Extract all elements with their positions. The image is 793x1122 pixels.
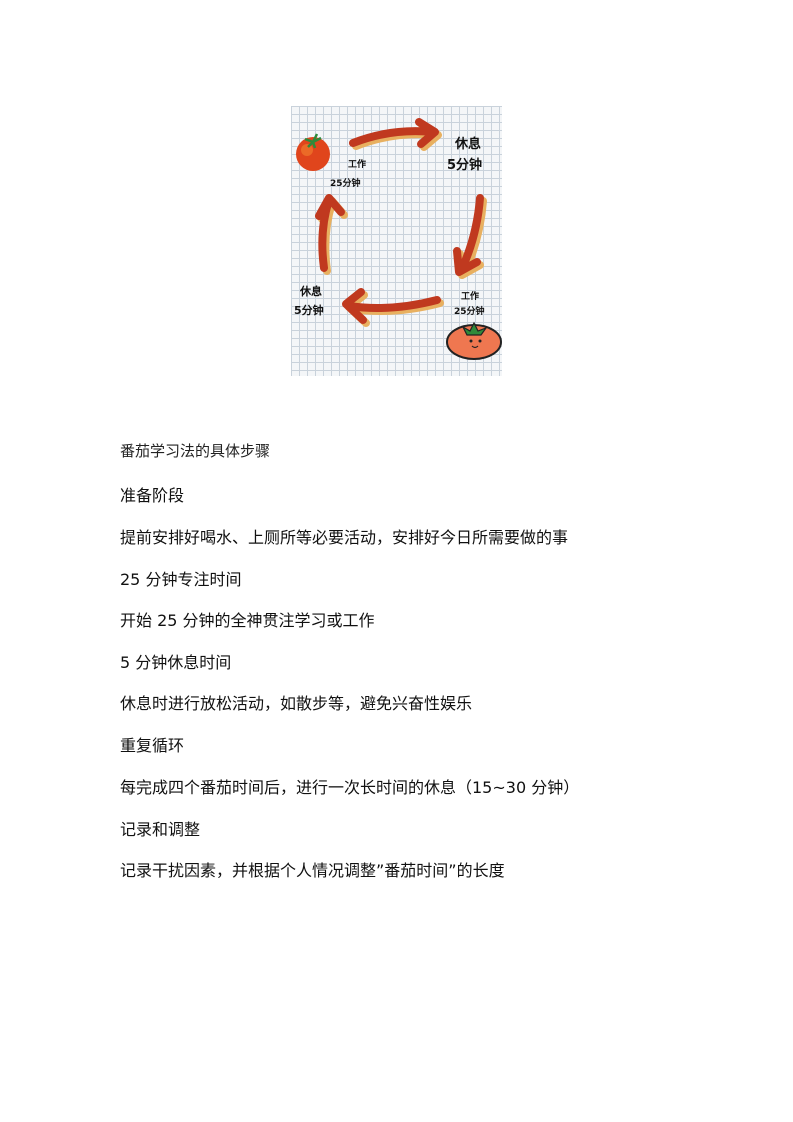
paragraph-preparation: 提前安排好喝水、上厕所等必要活动，安排好今日所需要做的事 (120, 528, 569, 547)
heading-focus-time: 25 分钟专注时间 (120, 570, 242, 589)
label-work-bottom-1: 工作 (461, 290, 479, 302)
paragraph-focus-time: 开始 25 分钟的全神贯注学习或工作 (120, 611, 375, 630)
label-rest-left-1: 休息 (299, 284, 322, 298)
label-rest-right-2: 5分钟 (447, 157, 482, 173)
label-work-top-1: 工作 (348, 158, 366, 170)
paragraph-record: 记录干扰因素，并根据个人情况调整”番茄时间”的长度 (120, 861, 505, 880)
label-work-bottom-2: 25分钟 (454, 305, 485, 317)
tomato-icon (296, 133, 330, 171)
pomodoro-cycle-illustration: 工作 25分钟 休息 5分钟 工作 25分钟 休息 5分钟 (291, 106, 502, 376)
heading-preparation: 准备阶段 (120, 486, 185, 505)
heading-rest-time: 5 分钟休息时间 (120, 653, 232, 672)
cycle-arrows (315, 118, 484, 324)
paragraph-repeat: 每完成四个番茄时间后，进行一次长时间的休息（15~30 分钟） (120, 778, 580, 797)
heading-repeat: 重复循环 (120, 736, 185, 755)
smiling-tomato-icon (446, 321, 502, 360)
label-rest-right-1: 休息 (454, 136, 481, 152)
paragraph-rest-time: 休息时进行放松活动，如散步等，避免兴奋性娱乐 (120, 694, 473, 713)
label-rest-left-2: 5分钟 (294, 303, 324, 317)
label-work-top-2: 25分钟 (330, 177, 361, 189)
section-title: 番茄学习法的具体步骤 (120, 442, 271, 460)
heading-record: 记录和调整 (120, 820, 201, 839)
